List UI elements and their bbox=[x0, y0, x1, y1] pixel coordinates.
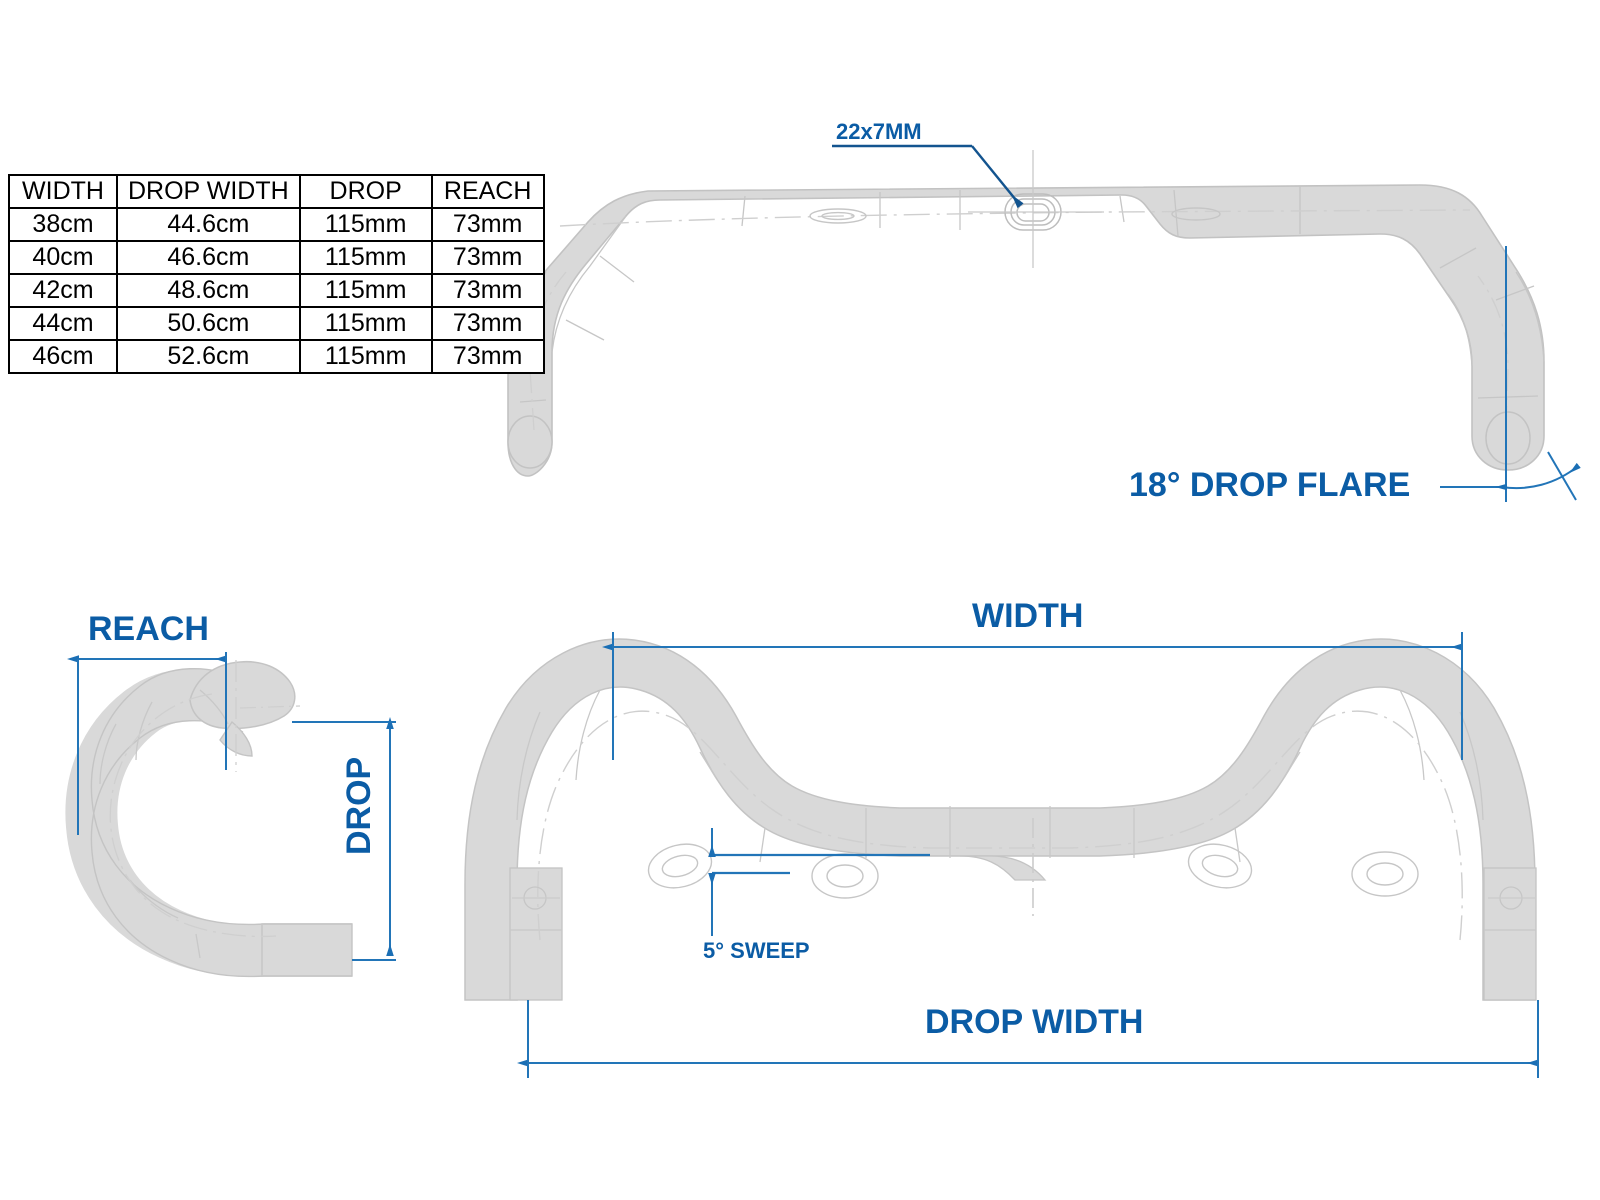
specification-table: WIDTH DROP WIDTH DROP REACH 38cm 44.6cm … bbox=[8, 174, 545, 374]
top-view-group bbox=[507, 144, 1581, 502]
cell-drop-width: 44.6cm bbox=[116, 207, 301, 242]
cell-reach: 73mm bbox=[430, 306, 545, 341]
table-row: 46cm 52.6cm 115mm 73mm bbox=[8, 339, 545, 374]
top-view-bar-body bbox=[507, 150, 1545, 477]
table-row: 44cm 50.6cm 115mm 73mm bbox=[8, 306, 545, 341]
sweep-angle-label: 5° SWEEP bbox=[703, 938, 810, 963]
column-header-width: WIDTH bbox=[8, 174, 118, 209]
column-header-drop: DROP bbox=[298, 174, 433, 209]
cell-width: 44cm bbox=[8, 306, 118, 341]
width-dimension-label: WIDTH bbox=[972, 597, 1084, 635]
reach-dimension bbox=[67, 652, 227, 835]
cable-port-leader bbox=[832, 144, 1024, 209]
cell-reach: 73mm bbox=[430, 240, 545, 275]
cell-drop: 115mm bbox=[298, 207, 433, 242]
column-header-reach: REACH bbox=[430, 174, 545, 209]
table-row: 40cm 46.6cm 115mm 73mm bbox=[8, 240, 545, 275]
drop-dimension bbox=[292, 717, 396, 961]
width-dimension bbox=[602, 632, 1463, 760]
table-header-row: WIDTH DROP WIDTH DROP REACH bbox=[8, 174, 545, 209]
cell-drop: 115mm bbox=[298, 339, 433, 374]
side-view-group bbox=[65, 652, 396, 978]
cell-width: 42cm bbox=[8, 273, 118, 308]
drop-flare-label: 18° DROP FLARE bbox=[1129, 466, 1411, 504]
cell-reach: 73mm bbox=[430, 273, 545, 308]
cell-drop-width: 46.6cm bbox=[116, 240, 301, 275]
reach-dimension-label: REACH bbox=[88, 610, 209, 648]
cell-width: 38cm bbox=[8, 207, 118, 242]
drop-width-dimension bbox=[517, 1000, 1539, 1078]
cell-reach: 73mm bbox=[430, 339, 545, 374]
cell-reach: 73mm bbox=[430, 207, 545, 242]
cell-drop: 115mm bbox=[298, 240, 433, 275]
sweep-angle-indicator bbox=[708, 828, 930, 936]
column-header-drop-width: DROP WIDTH bbox=[116, 174, 301, 209]
drop-dimension-label: DROP bbox=[340, 756, 378, 855]
cell-width: 40cm bbox=[8, 240, 118, 275]
cell-drop-width: 50.6cm bbox=[116, 306, 301, 341]
drop-width-dimension-label: DROP WIDTH bbox=[925, 1003, 1144, 1041]
table-row: 38cm 44.6cm 115mm 73mm bbox=[8, 207, 545, 242]
cell-drop: 115mm bbox=[298, 306, 433, 341]
cable-port-callout-label: 22x7MM bbox=[836, 119, 922, 144]
cell-drop-width: 48.6cm bbox=[116, 273, 301, 308]
drop-flare-angle bbox=[1440, 246, 1581, 502]
table-row: 42cm 48.6cm 115mm 73mm bbox=[8, 273, 545, 308]
cell-drop-width: 52.6cm bbox=[116, 339, 301, 374]
cell-width: 46cm bbox=[8, 339, 118, 374]
front-view-group bbox=[464, 632, 1539, 1078]
cell-drop: 115mm bbox=[298, 273, 433, 308]
